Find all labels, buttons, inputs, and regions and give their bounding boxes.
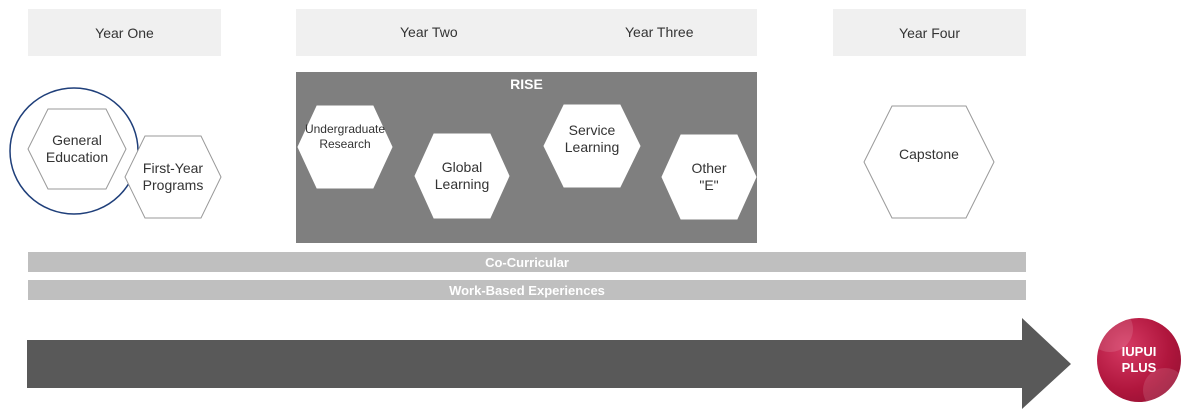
logo-line-2: PLUS — [1121, 360, 1157, 375]
general-education-hexagon — [27, 108, 127, 190]
global-learning-label: Global Learning — [434, 158, 490, 193]
general-education-label: General Education — [45, 131, 109, 166]
timeline-arrow — [27, 318, 1071, 409]
year-three-label: Year Three — [625, 24, 694, 40]
other-e-hexagon — [661, 134, 757, 220]
first-year-programs-label: First-Year Programs — [142, 159, 204, 194]
capstone-hexagon — [863, 105, 995, 219]
capstone-label: Capstone — [899, 146, 959, 163]
service-learning-hexagon — [543, 104, 641, 188]
logo-line-1: IUPUI — [1121, 344, 1157, 360]
undergraduate-research-label: Undergraduate Research — [304, 122, 386, 151]
year-two-label: Year Two — [400, 24, 458, 40]
global-learning-hexagon — [414, 133, 510, 219]
work-based-experiences-bar: Work-Based Experiences — [28, 280, 1026, 300]
undergraduate-research-hexagon — [297, 105, 393, 189]
year-two-three-header: Year Two Year Three — [296, 9, 757, 56]
year-four-header: Year Four — [833, 9, 1026, 56]
iupui-plus-logo: IUPUI PLUS — [1097, 318, 1181, 402]
first-year-programs-hexagon — [124, 135, 222, 219]
rise-title: RISE — [510, 76, 543, 92]
highlight-circle — [9, 87, 139, 215]
co-curricular-bar: Co-Curricular — [28, 252, 1026, 272]
other-e-label: Other "E" — [691, 159, 727, 194]
service-learning-label: Service Learning — [564, 121, 620, 156]
logo-text: IUPUI PLUS — [1122, 344, 1157, 375]
year-one-header: Year One — [28, 9, 221, 56]
